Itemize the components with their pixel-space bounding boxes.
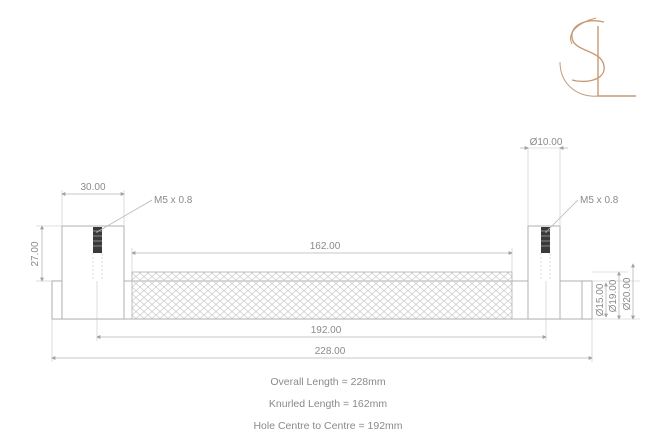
spec-overall-length: Overall Length = 228mm	[270, 376, 386, 388]
left-thread-icon	[93, 227, 102, 253]
dim-hole-diameter: Ø10.00	[530, 137, 563, 148]
right-thread-icon	[541, 227, 550, 253]
thread-label-right: M5 x 0.8	[580, 195, 619, 206]
thread-label-left: M5 x 0.8	[154, 195, 193, 206]
dim-hole-centres: 192.00	[311, 325, 342, 336]
logo-icon	[559, 17, 636, 97]
dim-post-height: 27.00	[30, 241, 41, 266]
spec-hole-centres: Hole Centre to Centre = 192mm	[253, 420, 402, 432]
right-end-cap	[581, 280, 593, 320]
dim-overall-length: 228.00	[315, 346, 346, 357]
dim-diameter-15: Ø15.00	[595, 283, 606, 316]
left-end-cap	[51, 280, 63, 320]
spec-knurled-length: Knurled Length = 162mm	[269, 398, 387, 410]
dim-diameter-20: Ø20.00	[622, 277, 633, 310]
dim-diameter-19: Ø19.00	[608, 279, 619, 312]
dim-knurled-length: 162.00	[310, 241, 341, 252]
dim-post-width: 30.00	[80, 182, 105, 193]
knurled-section	[131, 271, 513, 320]
